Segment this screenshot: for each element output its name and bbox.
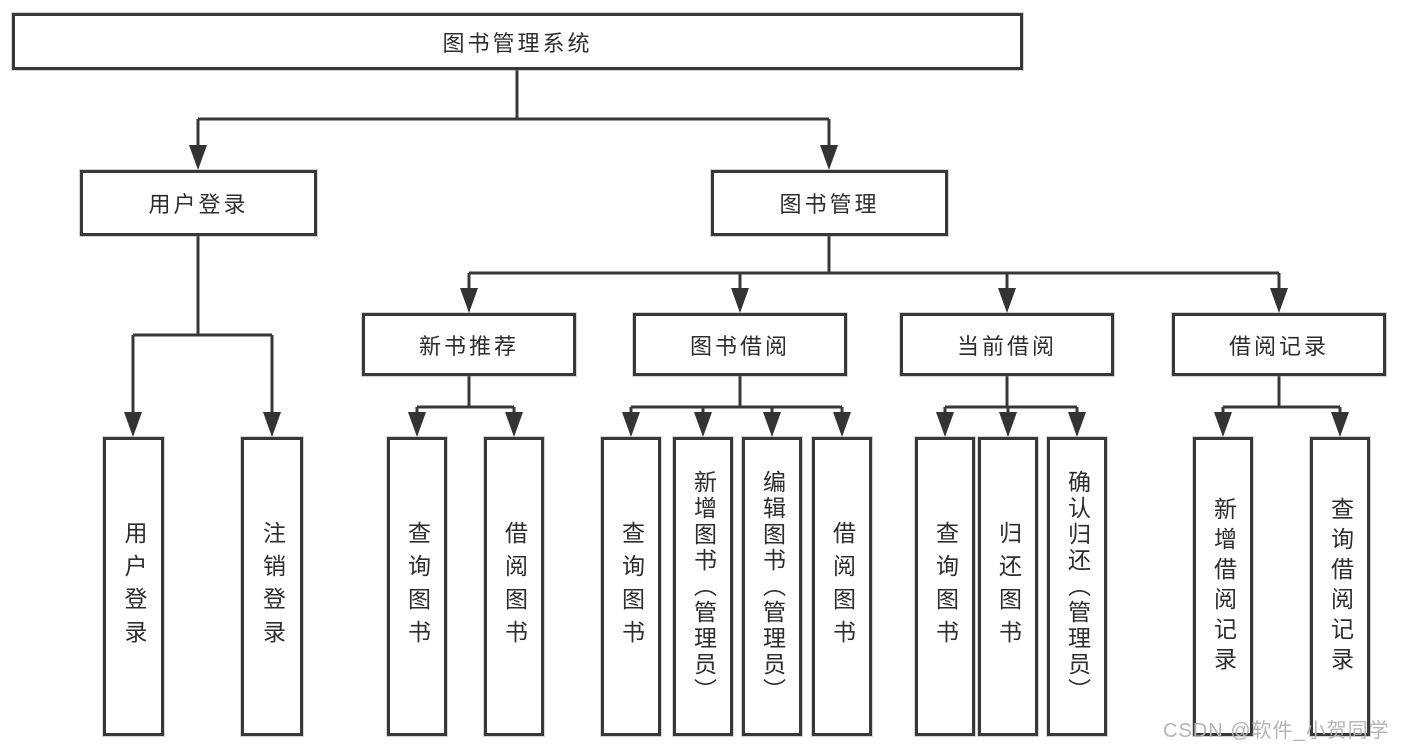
node-new-book-recommend: 新书推荐 xyxy=(362,313,576,376)
node-root: 图书管理系统 xyxy=(12,13,1023,70)
node-leaf-add-borrow-record: 新增借阅记录 xyxy=(1193,437,1253,736)
node-leaf-borrow-book-1: 借阅图书 xyxy=(484,437,544,736)
node-leaf-add-borrow-record-label: 新增借阅记录 xyxy=(1210,496,1237,677)
node-leaf-borrow-book-1-label: 借阅图书 xyxy=(501,520,528,653)
arrowheads xyxy=(124,145,1349,437)
node-book-management-label: 图书管理 xyxy=(779,192,880,217)
node-leaf-query-borrow-record-label: 查询借阅记录 xyxy=(1327,496,1354,677)
node-leaf-logout: 注销登录 xyxy=(241,437,303,736)
node-book-borrowing: 图书借阅 xyxy=(633,313,847,376)
node-leaf-confirm-return-admin: 确认归还（管理员） xyxy=(1047,437,1107,736)
node-leaf-return-book: 归还图书 xyxy=(978,437,1038,736)
node-root-label: 图书管理系统 xyxy=(442,30,593,56)
node-leaf-query-borrow-record: 查询借阅记录 xyxy=(1310,437,1370,736)
node-leaf-edit-book-admin-label: 编辑图书（管理员） xyxy=(759,469,786,704)
node-leaf-borrow-book-2: 借阅图书 xyxy=(812,437,872,736)
node-user-login-label: 用户登录 xyxy=(148,192,249,217)
node-leaf-edit-book-admin: 编辑图书（管理员） xyxy=(742,437,802,736)
node-leaf-query-book-1: 查询图书 xyxy=(387,437,447,736)
node-book-borrowing-label: 图书借阅 xyxy=(689,333,790,359)
node-current-borrowing: 当前借阅 xyxy=(900,313,1114,376)
node-new-book-recommend-label: 新书推荐 xyxy=(418,333,519,359)
csdn-watermark: CSDN @软件_小贺同学 xyxy=(1163,720,1390,742)
node-leaf-query-book-1-label: 查询图书 xyxy=(404,520,431,653)
node-leaf-query-book-2-label: 查询图书 xyxy=(618,520,645,653)
node-leaf-query-book-2: 查询图书 xyxy=(601,437,661,736)
node-leaf-query-book-3-label: 查询图书 xyxy=(932,520,959,653)
node-leaf-borrow-book-2-label: 借阅图书 xyxy=(829,520,856,653)
node-leaf-user-login: 用户登录 xyxy=(103,437,164,736)
node-borrowing-records-label: 借阅记录 xyxy=(1228,333,1329,359)
node-leaf-user-login-label: 用户登录 xyxy=(121,520,147,653)
node-current-borrowing-label: 当前借阅 xyxy=(956,333,1057,359)
node-leaf-add-book-admin: 新增图书（管理员） xyxy=(673,437,733,736)
node-leaf-confirm-return-admin-label: 确认归还（管理员） xyxy=(1064,469,1091,704)
node-leaf-logout-label: 注销登录 xyxy=(259,520,286,653)
node-leaf-return-book-label: 归还图书 xyxy=(995,520,1022,653)
node-borrowing-records: 借阅记录 xyxy=(1172,313,1386,376)
node-leaf-query-book-3: 查询图书 xyxy=(915,437,975,736)
node-book-management: 图书管理 xyxy=(711,170,948,236)
node-user-login: 用户登录 xyxy=(80,170,317,236)
node-leaf-add-book-admin-label: 新增图书（管理员） xyxy=(690,469,717,704)
